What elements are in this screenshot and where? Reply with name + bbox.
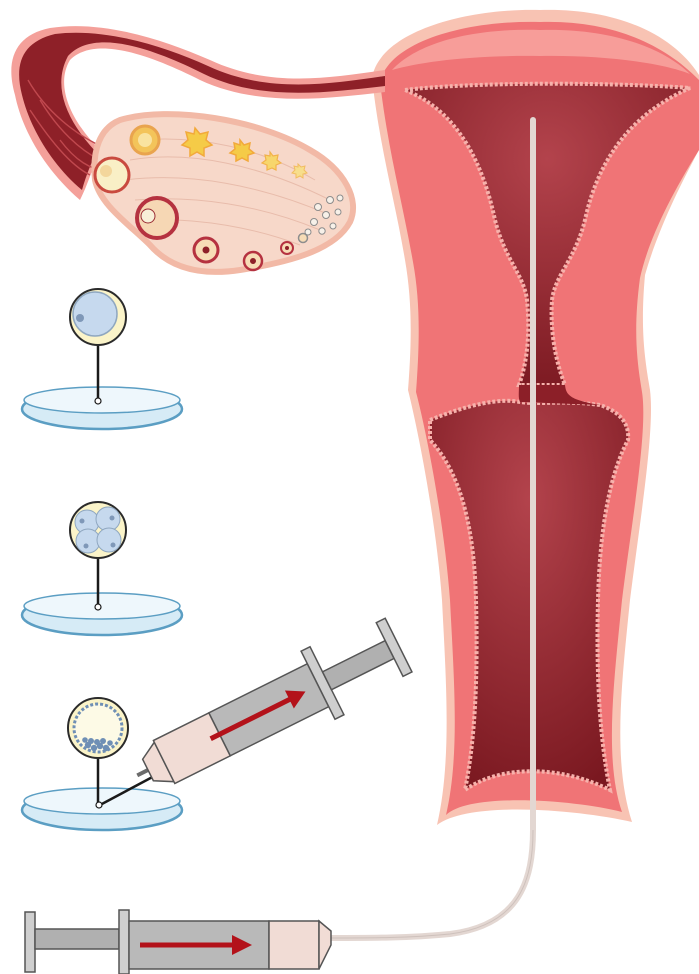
catheter-tube [330, 830, 533, 938]
follicle [95, 158, 129, 192]
follicle [194, 238, 218, 262]
follicle [281, 242, 293, 254]
cleavage-embryo [70, 502, 126, 558]
petri-dish [22, 387, 182, 429]
follicle [244, 252, 262, 270]
oocyte-stage [22, 289, 182, 429]
syringe-flange [119, 910, 129, 974]
ovary [94, 114, 353, 272]
transfer-syringe [120, 611, 415, 809]
follicle [137, 198, 177, 238]
petri-dish [22, 593, 182, 635]
sample-point [95, 604, 101, 610]
catheter-syringe [25, 910, 331, 974]
syringe-plunger-head [25, 912, 35, 972]
syringe-plunger [35, 929, 119, 949]
follicle [131, 126, 159, 154]
petri-dish [22, 788, 182, 830]
syringe-plunger [323, 641, 395, 690]
syringe-nozzle [319, 921, 331, 969]
cleavage-embryo-stage [22, 502, 182, 635]
sample-point [96, 802, 102, 808]
uterus [372, 10, 699, 830]
syringe-fluid [269, 921, 319, 969]
blastocyst [68, 698, 128, 758]
oocyte [70, 289, 126, 345]
sample-point [95, 398, 101, 404]
